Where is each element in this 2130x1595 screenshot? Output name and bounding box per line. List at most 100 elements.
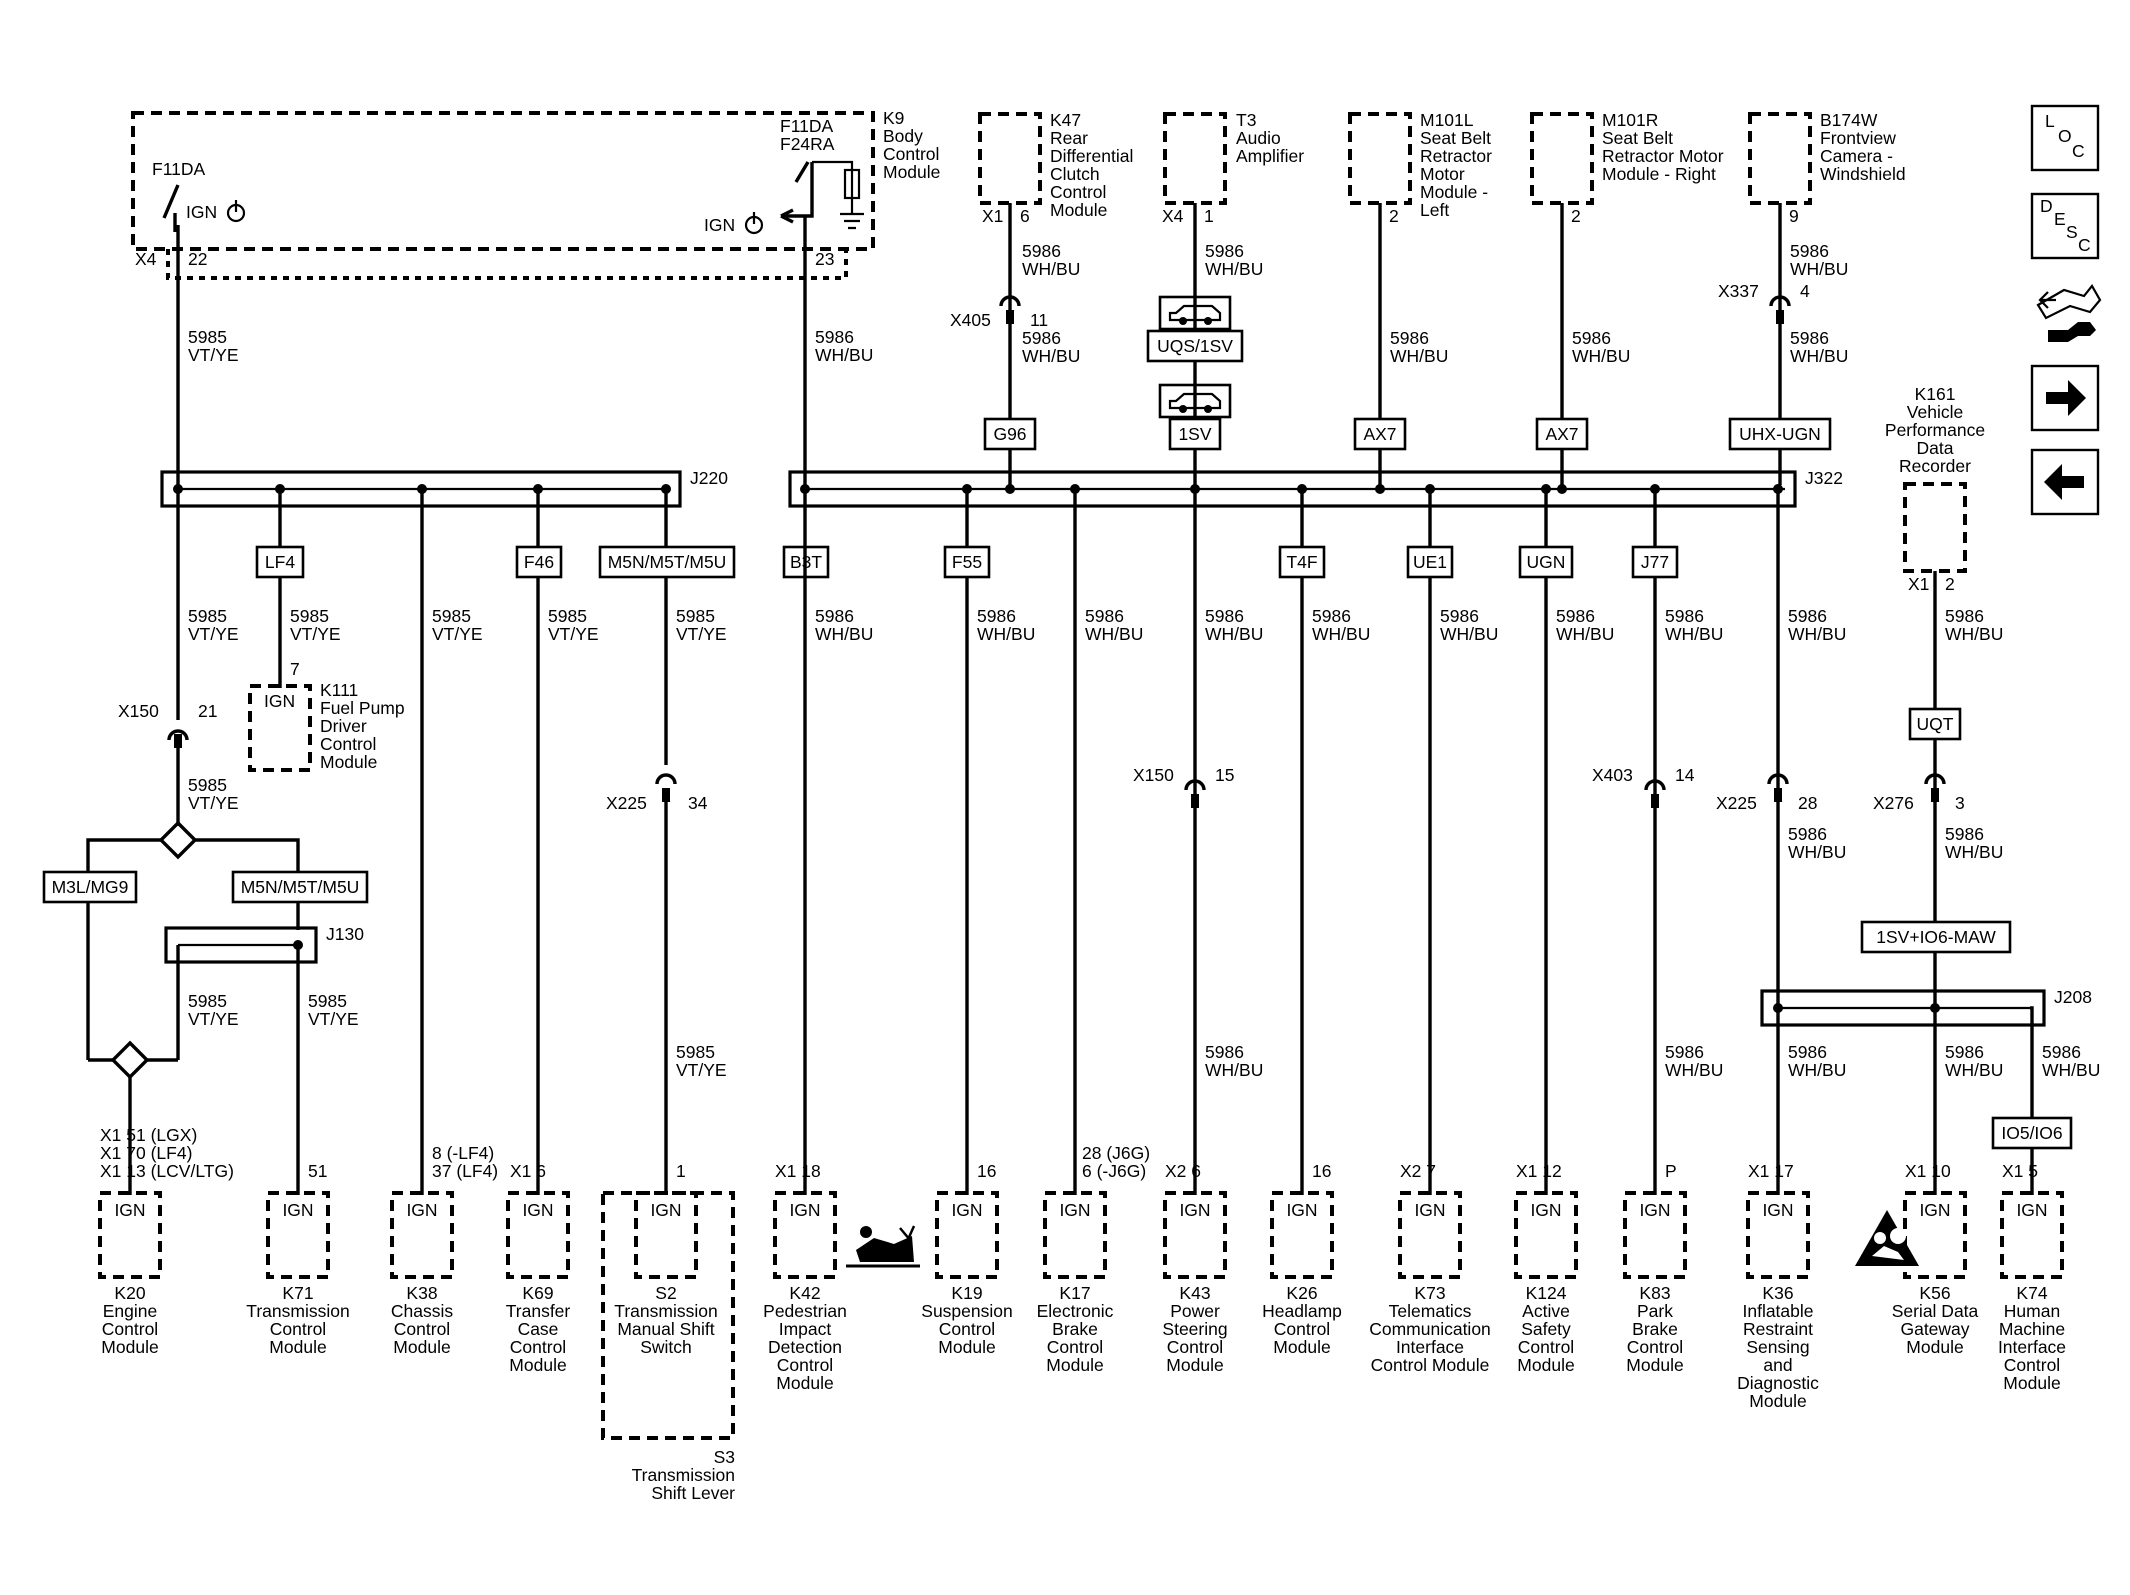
svg-text:M101L: M101L <box>1420 110 1474 130</box>
svg-text:Control: Control <box>883 144 939 164</box>
module-label-line: Transmission <box>614 1301 717 1321</box>
svg-text:Frontview: Frontview <box>1820 128 1896 148</box>
svg-text:Seat Belt: Seat Belt <box>1602 128 1673 148</box>
svg-text:5986: 5986 <box>1440 606 1479 626</box>
option-uqs-1sv: UQS/1SV <box>1146 329 1244 363</box>
ign-label: IGN <box>1919 1200 1950 1220</box>
option-m3l-mg9: M3L/MG9 <box>42 870 138 904</box>
svg-text:X1: X1 <box>982 206 1003 226</box>
svg-text:VT/YE: VT/YE <box>188 793 239 813</box>
module-label-line: K17 <box>1059 1283 1090 1303</box>
module-label-line: Control <box>1627 1337 1683 1357</box>
svg-text:WH/BU: WH/BU <box>1312 624 1370 644</box>
module-label-line: Module <box>1046 1355 1103 1375</box>
svg-text:Camera -: Camera - <box>1820 146 1893 166</box>
module-label-line: Case <box>518 1319 559 1339</box>
svg-text:WH/BU: WH/BU <box>1556 624 1614 644</box>
module-label-line: Inflatable <box>1742 1301 1813 1321</box>
next-page-button[interactable] <box>2030 364 2100 432</box>
svg-text:X1 70 (LF4): X1 70 (LF4) <box>100 1143 192 1163</box>
k9-name: K9 <box>883 108 904 128</box>
module-label-line: Power <box>1170 1301 1220 1321</box>
ign-label: IGN <box>114 1200 145 1220</box>
option-j77: J77 <box>1631 545 1679 579</box>
svg-text:WH/BU: WH/BU <box>1665 624 1723 644</box>
svg-text:5986: 5986 <box>977 606 1016 626</box>
module-label-line: Communication <box>1369 1319 1491 1339</box>
splice-j322: J322 <box>788 468 1843 508</box>
svg-text:J220: J220 <box>690 468 728 488</box>
option-1sv-io6-maw: 1SV+IO6-MAW <box>1860 920 2012 954</box>
svg-text:F46: F46 <box>524 552 554 572</box>
svg-text:5986: 5986 <box>815 606 854 626</box>
svg-text:15: 15 <box>1215 765 1234 785</box>
module-label-line: Module <box>101 1337 158 1357</box>
power-icon <box>744 212 764 235</box>
module-label-line: Control <box>394 1319 450 1339</box>
ign-label: IGN <box>951 1200 982 1220</box>
svg-text:X4: X4 <box>1162 206 1184 226</box>
svg-text:X405: X405 <box>950 310 991 330</box>
svg-text:21: 21 <box>198 701 217 721</box>
module-label-line: Steering <box>1162 1319 1227 1339</box>
svg-text:Retractor Motor: Retractor Motor <box>1602 146 1724 166</box>
svg-text:VT/YE: VT/YE <box>676 1060 727 1080</box>
module-label-line: Detection <box>768 1337 842 1357</box>
svg-text:Module: Module <box>1050 200 1107 220</box>
module-label-line: Interface <box>1396 1337 1464 1357</box>
module-label-line: Electronic <box>1037 1301 1114 1321</box>
svg-text:X1: X1 <box>1908 574 1929 594</box>
module-label-line: Module <box>1749 1391 1806 1411</box>
connector-repair-icon[interactable] <box>2036 284 2102 342</box>
svg-text:5986: 5986 <box>1556 606 1595 626</box>
module-label-line: Module <box>776 1373 833 1393</box>
pin-label: X1 12 <box>1516 1161 1562 1181</box>
svg-text:K111: K111 <box>320 680 358 700</box>
module-label-line: K124 <box>1526 1283 1567 1303</box>
module-label-line: Module <box>1273 1337 1330 1357</box>
module-label-line: K43 <box>1179 1283 1210 1303</box>
svg-text:S3: S3 <box>714 1447 735 1467</box>
svg-text:WH/BU: WH/BU <box>1022 259 1080 279</box>
option-uqt: UQT <box>1908 707 1962 741</box>
svg-text:5986: 5986 <box>815 327 854 347</box>
svg-text:LF4: LF4 <box>265 552 295 572</box>
svg-text:5986: 5986 <box>1205 1042 1244 1062</box>
svg-text:X225: X225 <box>1716 793 1757 813</box>
pin-label: 51 <box>308 1161 327 1181</box>
option-g96: G96 <box>983 417 1037 451</box>
pin-label: X1 6 <box>510 1161 546 1181</box>
previous-page-button[interactable] <box>2030 448 2100 516</box>
svg-text:1SV+IO6-MAW: 1SV+IO6-MAW <box>1876 927 1996 947</box>
svg-text:2: 2 <box>1945 574 1955 594</box>
module-label-line: Module <box>2003 1373 2060 1393</box>
option-ax7-left: AX7 <box>1353 417 1407 451</box>
svg-text:Left: Left <box>1420 200 1449 220</box>
location-button[interactable]: L O C <box>2030 104 2100 172</box>
ign-label: IGN <box>789 1200 820 1220</box>
module-label-line: Control <box>1167 1337 1223 1357</box>
inline-connector: X225 28 <box>1716 773 1817 813</box>
module-label-line: Safety <box>1521 1319 1571 1339</box>
ign-label: IGN <box>1414 1200 1445 1220</box>
svg-text:5986: 5986 <box>1085 606 1124 626</box>
svg-text:11: 11 <box>1030 310 1048 330</box>
svg-text:4: 4 <box>1800 281 1810 301</box>
svg-text:2: 2 <box>1571 206 1581 226</box>
splice-j130: J130 <box>164 924 364 964</box>
module-label-line: K73 <box>1414 1283 1445 1303</box>
svg-text:5986: 5986 <box>1945 606 1984 626</box>
module-m101l: M101L Seat Belt Retractor Motor Module -… <box>1348 110 1492 366</box>
svg-text:2: 2 <box>1389 206 1399 226</box>
svg-text:5986: 5986 <box>1022 328 1061 348</box>
description-button[interactable]: D E S C <box>2030 192 2100 260</box>
svg-text:Audio: Audio <box>1236 128 1281 148</box>
svg-text:VT/YE: VT/YE <box>308 1009 359 1029</box>
pin-label: X1 5 <box>2002 1161 2038 1181</box>
svg-text:X276: X276 <box>1873 793 1914 813</box>
ign-label: IGN <box>650 1200 681 1220</box>
svg-text:IO5/IO6: IO5/IO6 <box>2001 1123 2062 1143</box>
option-ue1: UE1 <box>1406 545 1454 579</box>
svg-text:Clutch: Clutch <box>1050 164 1100 184</box>
svg-text:Recorder: Recorder <box>1899 456 1971 476</box>
